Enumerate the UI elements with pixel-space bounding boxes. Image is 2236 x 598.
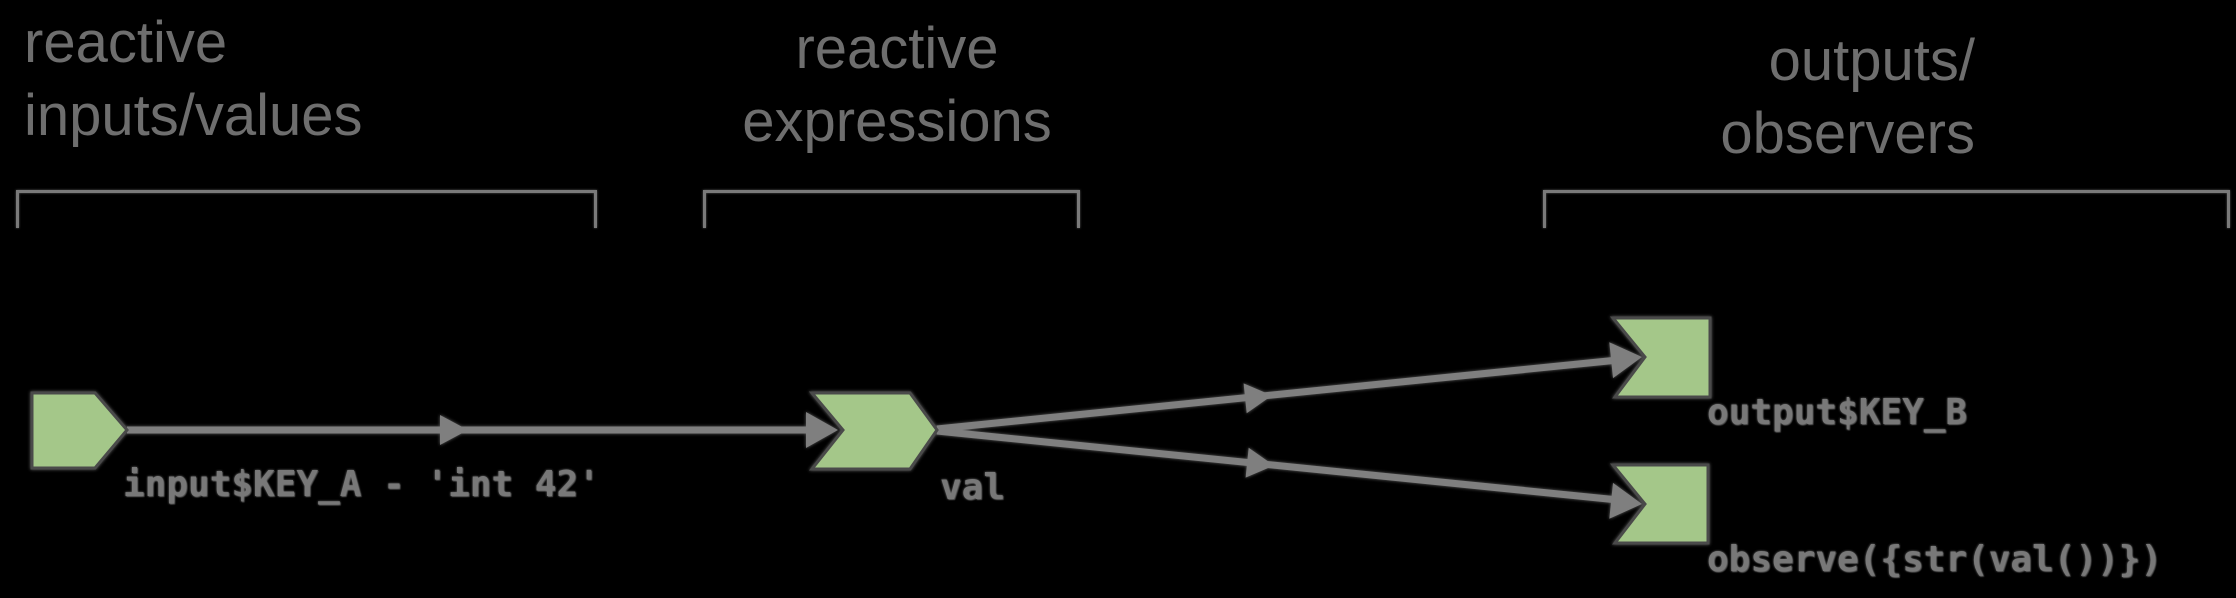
header-line-2: observers [1720,101,1975,166]
observer-node-label: observe({str(val())}) [1707,539,2163,580]
arrowhead-end-expression-to-output [1609,342,1642,379]
section-bracket-inputs [16,190,597,228]
arrow-expression-to-output [936,355,1629,433]
header-line-1: reactive [24,10,228,75]
header-line-1: reactive [795,16,999,81]
header-line-2: expressions [742,89,1052,154]
arrowhead-end-input-to-expression [806,412,838,448]
arrow-expression-to-observer [936,427,1629,505]
section-bracket-outputs [1543,190,2230,228]
section-header-reactive-expressions: reactive expressions [597,12,1197,158]
reactive-expression-node [808,391,939,471]
arrowhead-mid-input-to-expression [440,415,468,445]
section-header-outputs-observers: outputs/ observers [1720,24,1975,170]
expression-node-label: val [940,467,1006,508]
header-line-2: inputs/values [24,83,363,148]
arrowhead-mid-expression-to-observer [1245,447,1274,478]
reactive-value-node [30,391,129,470]
input-node-label: input$KEY_A - 'int 42' [123,464,600,505]
output-node [1609,316,1712,399]
output-node-label: output$KEY_B [1707,392,1968,433]
observer-node [1609,463,1710,545]
section-bracket-expressions [703,190,1080,228]
arrowhead-end-expression-to-observer [1609,482,1642,519]
arrowhead-mid-expression-to-output [1243,383,1272,414]
header-line-1: outputs/ [1768,28,1975,93]
section-header-reactive-inputs: reactive inputs/values [24,6,363,152]
